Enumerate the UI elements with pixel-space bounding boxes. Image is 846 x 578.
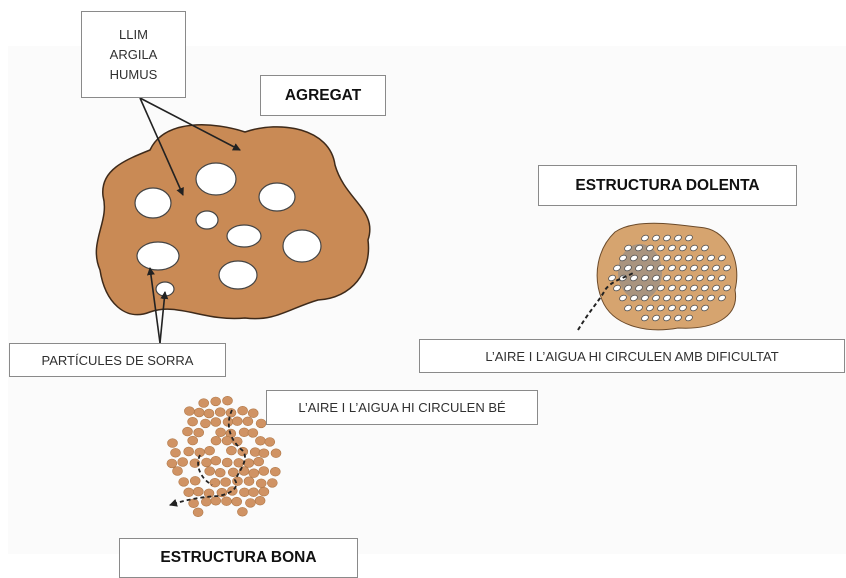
good-grain [215,468,225,477]
good-structure-grains [167,396,281,516]
good-grain [194,428,204,437]
good-grain [271,449,281,458]
good-grain [184,447,194,456]
good-grain [256,419,266,428]
agregat-label: AGREGAT [260,75,386,116]
good-grain [248,429,258,438]
good-grain [222,458,232,467]
good-grain [255,496,265,505]
good-grain [233,477,243,486]
good-grain [205,446,215,455]
good-grain [244,477,254,486]
good-grain [216,428,226,437]
good-grain [211,418,221,427]
good-grain [211,496,221,505]
good-grain [184,407,194,416]
circulen-be-label: L’AIRE I L’AIGUA HI CIRCULEN BÉ [266,390,538,425]
good-grain [237,507,247,516]
sand-particle [283,230,321,262]
good-grain [255,436,265,445]
good-grain [254,457,264,466]
good-grain [173,467,183,476]
good-grain [204,409,214,418]
good-grain [256,479,266,488]
good-grain [234,458,244,467]
sand-particle [196,163,236,195]
good-grain [190,476,200,485]
good-grain [250,448,260,457]
good-grain [239,488,249,497]
good-grain [222,497,232,506]
good-grain [243,417,253,426]
good-grain [259,467,269,476]
good-grain [270,467,280,476]
sand-particle [219,261,257,289]
component-llim: LLIM [119,25,148,45]
estructura-dolenta-label: ESTRUCTURA DOLENTA [538,165,797,206]
good-grain [200,419,210,428]
good-grain [178,458,188,467]
good-grain [238,406,248,415]
good-grain [194,408,204,417]
good-grain [239,467,249,476]
good-grain [222,436,232,445]
component-humus: HUMUS [110,65,158,85]
good-grain [199,399,209,408]
sand-particle [135,188,171,218]
good-grain [259,487,269,496]
good-grain [211,397,221,406]
aggregate-blob [96,125,370,319]
good-grain [179,478,189,487]
good-grain [249,488,259,497]
good-grain [265,438,275,447]
good-grain [226,446,236,455]
good-grain [168,439,178,448]
good-grain [205,467,215,476]
good-grain [221,478,231,487]
good-grain [201,497,211,506]
sand-particle [196,211,218,229]
good-grain [245,499,255,508]
sand-particle [137,242,179,270]
good-grain [239,428,249,437]
good-grain [188,436,198,445]
estructura-bona-label: ESTRUCTURA BONA [119,538,358,578]
poor-structure-dense-core [618,244,662,300]
good-grain [211,436,221,445]
good-grain [193,487,203,496]
good-grain [188,417,198,426]
good-grain [183,427,193,436]
sand-particle [227,225,261,247]
good-grain [232,497,242,506]
good-grain [193,508,203,517]
good-grain [244,459,254,468]
sand-particle [259,183,295,211]
good-grain [167,459,177,468]
good-grain [232,417,242,426]
good-grain [211,456,221,465]
good-grain [238,447,248,456]
good-grain [248,409,258,418]
good-grain [249,469,259,478]
particules-sorra-label: PARTÍCULES DE SORRA [9,343,226,377]
good-grain [259,449,269,458]
good-grain [215,408,225,417]
circulen-dificultat-label: L’AIRE I L’AIGUA HI CIRCULEN AMB DIFICUL… [419,339,845,373]
good-grain [223,396,233,405]
good-grain [210,478,220,487]
good-grain [171,448,181,457]
good-grain [184,488,194,497]
component-argila: ARGILA [110,45,158,65]
components-label: LLIM ARGILA HUMUS [81,11,186,98]
good-grain [202,458,212,467]
good-grain [267,479,277,488]
